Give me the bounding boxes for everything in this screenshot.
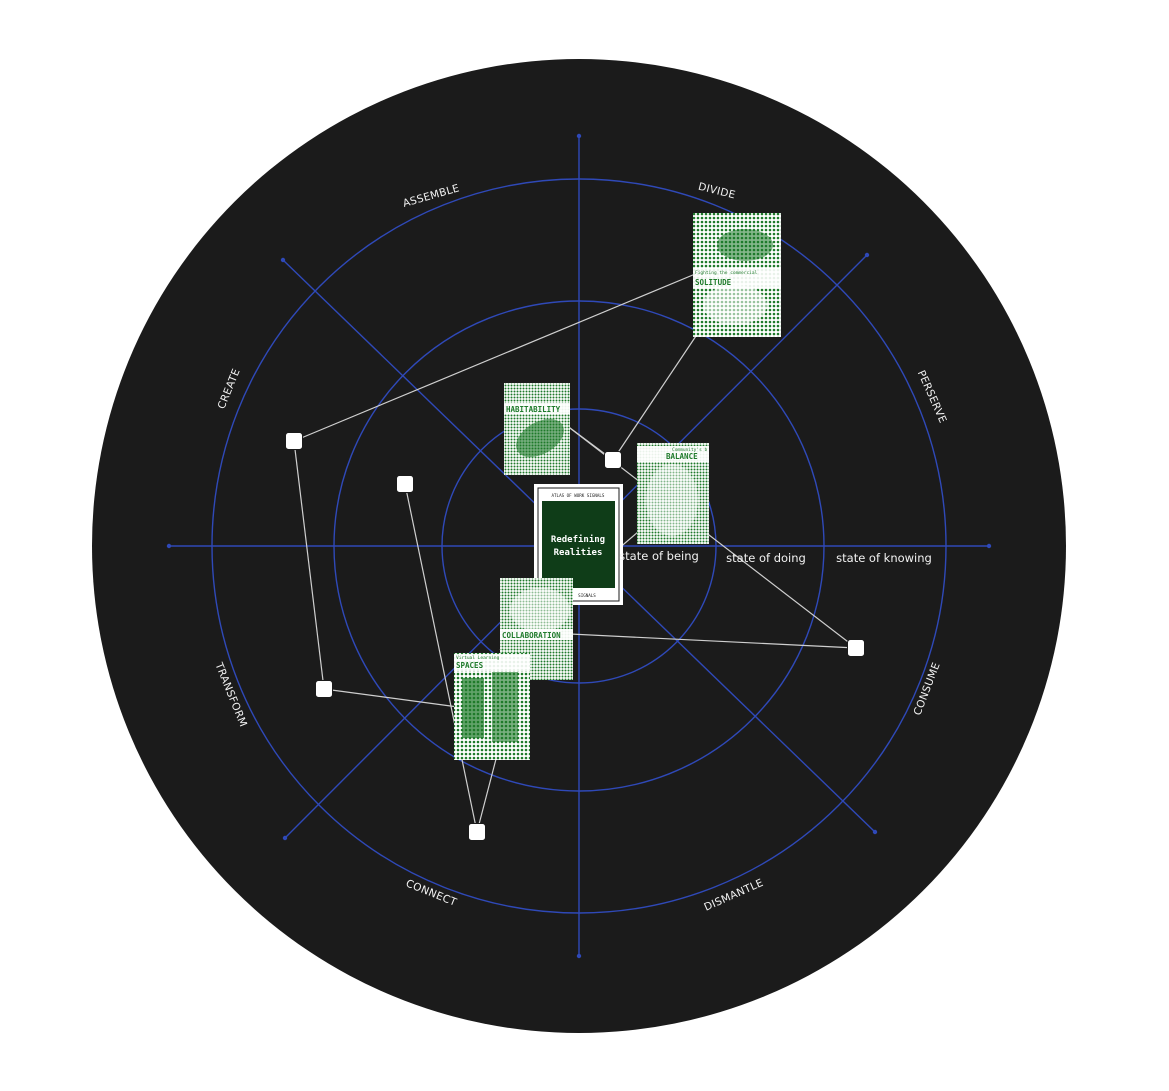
- card-spaces-sub: Virtual Learning: [456, 655, 500, 661]
- link-line: [293, 440, 325, 690]
- state-of-knowing-label: state of knowing: [836, 551, 932, 565]
- card-solitude-shape: [703, 285, 767, 325]
- center-card-border: [537, 487, 620, 602]
- card-spaces-shape: [492, 672, 518, 742]
- card-spaces[interactable]: Virtual Learning SPACES: [454, 653, 530, 760]
- center-card-title-line1: Redefining: [551, 534, 605, 545]
- card-balance-label: BALANCE: [666, 452, 698, 461]
- center-card-panel: [542, 501, 615, 588]
- link-line: [569, 633, 857, 649]
- state-of-being-label: state of being: [619, 549, 699, 563]
- link-line: [323, 688, 459, 708]
- card-solitude-label-band: [693, 268, 781, 288]
- state-of-doing-label: state of doing: [726, 551, 806, 565]
- card-collaboration-shape: [510, 588, 570, 632]
- signal-nodes[interactable]: [285, 432, 865, 841]
- axis-tip: [282, 835, 288, 841]
- card-habitability-shape: [516, 419, 564, 457]
- card-balance-sub: Community's b: [672, 447, 708, 453]
- card-solitude-sub: Fighting the commercial: [695, 270, 758, 276]
- center-card-title-line2: Realities: [554, 547, 603, 558]
- axis-tip: [280, 257, 286, 263]
- state-labels: state of being state of doing state of k…: [619, 549, 932, 565]
- card-spaces-label: SPACES: [456, 661, 484, 670]
- signal-node[interactable]: [285, 432, 303, 450]
- card-solitude-label: SOLITUDE: [695, 278, 732, 287]
- card-collaboration[interactable]: COLLABORATION: [500, 578, 573, 680]
- card-solitude[interactable]: Fighting the commercial SOLITUDE: [693, 213, 781, 337]
- card-collaboration-label: COLLABORATION: [502, 631, 561, 640]
- link-line: [293, 271, 701, 442]
- axis-tip: [166, 543, 172, 549]
- card-habitability-label: HABITABILITY: [506, 405, 561, 414]
- card-balance-shape: [646, 464, 698, 536]
- card-collaboration-label-band: [500, 629, 573, 640]
- link-line: [612, 329, 701, 461]
- signal-node[interactable]: [396, 475, 414, 493]
- axis-tip: [576, 133, 582, 139]
- card-balance[interactable]: Community's b BALANCE: [637, 443, 709, 544]
- center-card-header: ATLAS OF WORK SIGNALS: [552, 493, 605, 498]
- card-habitability[interactable]: HABITABILITY: [504, 383, 571, 475]
- card-spaces-label-band: [454, 654, 530, 671]
- axis-tip: [872, 829, 878, 835]
- signal-node[interactable]: [847, 639, 865, 657]
- signal-node[interactable]: [315, 680, 333, 698]
- link-line: [404, 483, 478, 833]
- axis-tip: [986, 543, 992, 549]
- signal-node[interactable]: [468, 823, 486, 841]
- card-solitude-shape: [717, 229, 773, 261]
- card-spaces-shape: [462, 678, 484, 738]
- axis-tip: [576, 953, 582, 959]
- signal-node[interactable]: [604, 451, 622, 469]
- card-habitability-label-band: [504, 403, 570, 414]
- axis-tip: [864, 252, 870, 258]
- card-balance-label-band: [637, 446, 709, 462]
- center-card-footer: SIGNALS: [578, 593, 596, 598]
